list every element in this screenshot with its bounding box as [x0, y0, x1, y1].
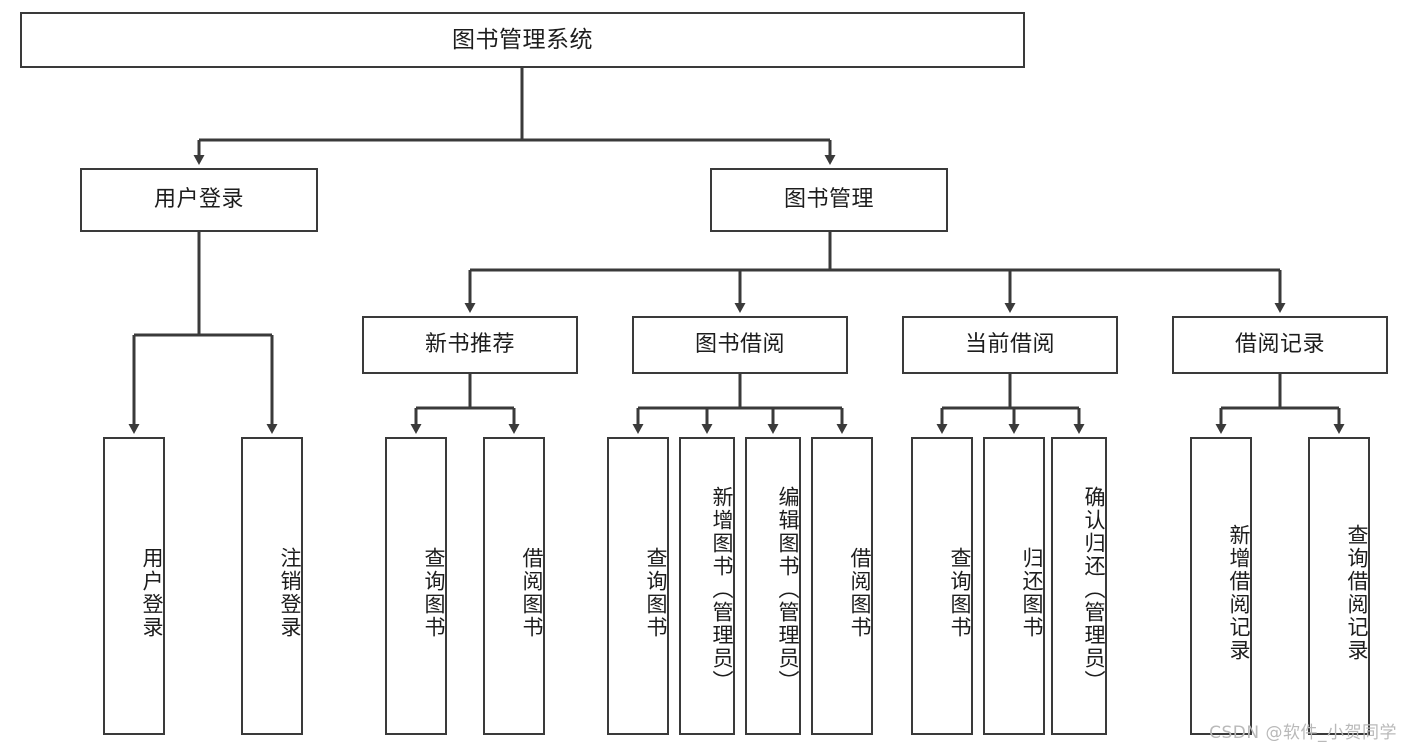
node-leaf-add-borrow-record[interactable]: 新增借阅记录	[1190, 437, 1252, 735]
node-leaf-add-book-admin[interactable]: 新增图书（管理员）	[679, 437, 735, 735]
node-leaf-user-logout[interactable]: 注销登录	[241, 437, 303, 735]
node-label: 归还图书	[1020, 547, 1044, 639]
node-label: 查询借阅记录	[1345, 524, 1369, 662]
node-leaf-query-borrow-record[interactable]: 查询借阅记录	[1308, 437, 1370, 735]
node-label: 新增图书（管理员）	[710, 485, 734, 693]
node-new-book-recommend[interactable]: 新书推荐	[362, 316, 578, 374]
node-label: 新书推荐	[424, 332, 515, 357]
node-label: 当前借阅	[964, 332, 1055, 357]
node-leaf-borrow-book-recommend[interactable]: 借阅图书	[483, 437, 545, 735]
node-user-login[interactable]: 用户登录	[80, 168, 318, 232]
node-label: 图书管理	[783, 187, 874, 212]
node-label: 编辑图书（管理员）	[776, 485, 800, 693]
node-label: 借阅图书	[848, 547, 872, 639]
node-label: 图书借阅	[694, 332, 785, 357]
node-label: 新增借阅记录	[1227, 524, 1251, 662]
node-label: 注销登录	[278, 547, 302, 639]
node-label: 查询图书	[644, 547, 668, 639]
node-leaf-return-book[interactable]: 归还图书	[983, 437, 1045, 735]
node-leaf-confirm-return-admin[interactable]: 确认归还（管理员）	[1051, 437, 1107, 735]
node-leaf-query-book-recommend[interactable]: 查询图书	[385, 437, 447, 735]
node-label: 用户登录	[140, 547, 164, 639]
node-leaf-borrow-book[interactable]: 借阅图书	[811, 437, 873, 735]
node-label: 查询图书	[422, 547, 446, 639]
csdn-watermark: CSDN @软件_小贺同学	[1209, 723, 1397, 743]
node-label: 借阅记录	[1234, 332, 1325, 357]
node-label: 查询图书	[948, 547, 972, 639]
node-leaf-edit-book-admin[interactable]: 编辑图书（管理员）	[745, 437, 801, 735]
node-current-borrow[interactable]: 当前借阅	[902, 316, 1118, 374]
node-label: 用户登录	[153, 187, 244, 212]
node-leaf-query-book-borrow[interactable]: 查询图书	[607, 437, 669, 735]
node-label: 图书管理系统	[452, 26, 593, 53]
node-borrow-record[interactable]: 借阅记录	[1172, 316, 1388, 374]
node-leaf-query-book-current[interactable]: 查询图书	[911, 437, 973, 735]
node-book-borrow[interactable]: 图书借阅	[632, 316, 848, 374]
node-leaf-user-login[interactable]: 用户登录	[103, 437, 165, 735]
node-root-system[interactable]: 图书管理系统	[20, 12, 1025, 68]
node-book-manage[interactable]: 图书管理	[710, 168, 948, 232]
node-label: 借阅图书	[520, 547, 544, 639]
node-label: 确认归还（管理员）	[1082, 485, 1106, 693]
